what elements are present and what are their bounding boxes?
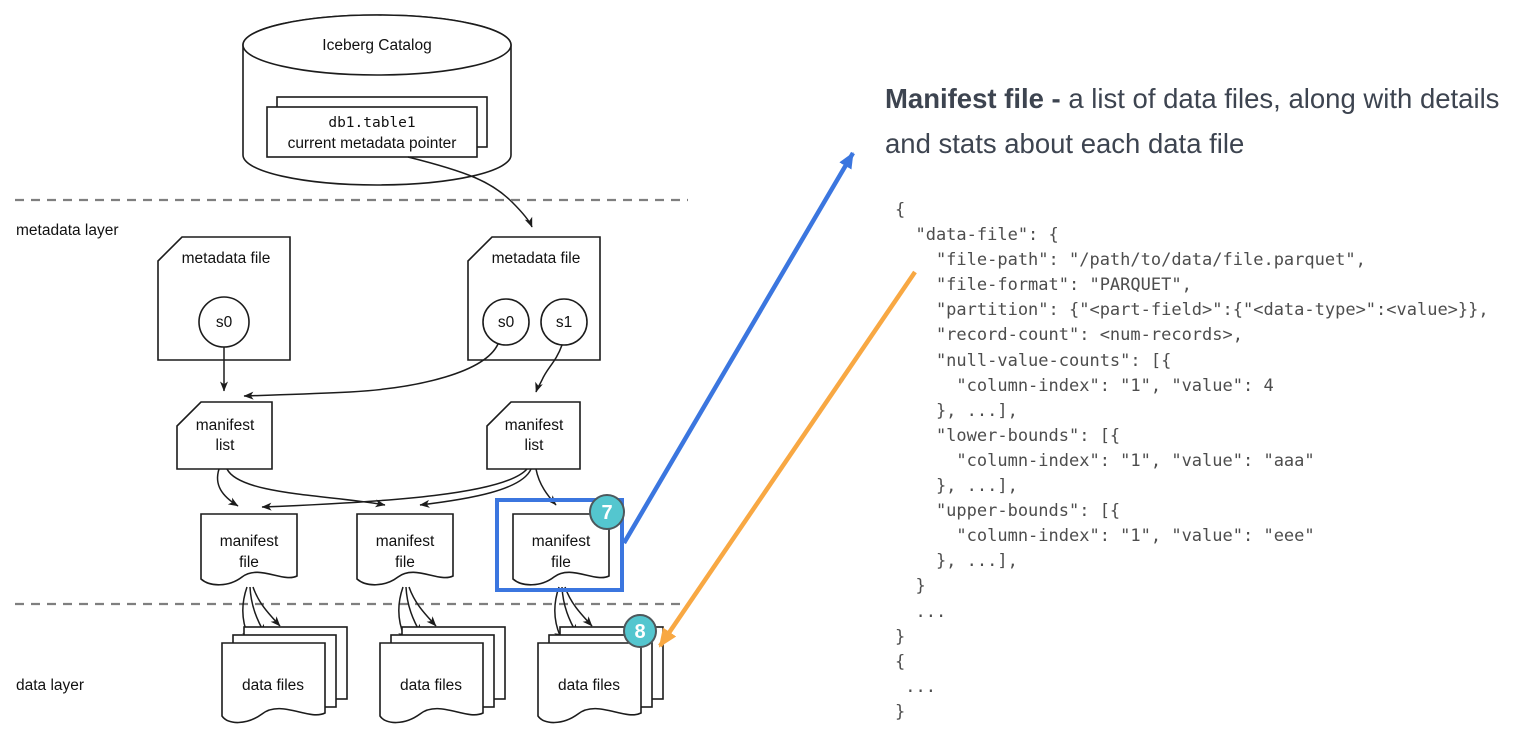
list1-to-file2-arrow — [226, 468, 386, 508]
manifest-file-3: manifest file — [512, 513, 610, 586]
svg-text:manifest: manifest — [505, 417, 564, 434]
list2-to-file1-arrow — [261, 468, 528, 511]
svg-text:manifest: manifest — [376, 533, 435, 550]
pointer-caption: current metadata pointer — [288, 135, 457, 152]
svg-text:data files: data files — [558, 677, 620, 694]
s1-to-manifest-list-arrow — [535, 344, 563, 393]
svg-text:file: file — [551, 554, 571, 571]
metadata-layer-label: metadata layer — [16, 222, 119, 239]
svg-text:8: 8 — [634, 621, 645, 643]
list2-to-file3-arrow — [535, 468, 557, 506]
manifest-file-heading-description: a list of data files, along with details… — [885, 83, 1500, 159]
svg-text:file: file — [395, 554, 415, 571]
svg-text:manifest: manifest — [532, 533, 591, 550]
manifest-file-highlight-box — [495, 498, 624, 592]
svg-text:list: list — [216, 437, 236, 454]
svg-text:metadata file: metadata file — [492, 250, 581, 267]
manifest-file-2: manifest file — [356, 513, 454, 586]
s0-right-to-left-list-arrow — [243, 343, 499, 400]
svg-text:metadata file: metadata file — [182, 250, 271, 267]
metadata-file-2: metadata file s0 s1 — [467, 236, 601, 361]
manifest-list-2: manifest list — [486, 401, 581, 470]
catalog-to-metadata-arrow — [407, 156, 533, 228]
list2-to-file2-arrow — [419, 468, 532, 508]
data-layer-label: data layer — [16, 677, 84, 694]
svg-text:data files: data files — [400, 677, 462, 694]
svg-text:manifest: manifest — [196, 417, 255, 434]
step-badge-7: 7 — [589, 494, 625, 530]
manifest-file-heading-term: Manifest file - — [885, 83, 1061, 114]
manifest-file-heading: Manifest file - a list of data files, al… — [885, 76, 1510, 166]
catalog-title: Iceberg Catalog — [322, 37, 431, 54]
svg-text:7: 7 — [601, 502, 612, 524]
metadata-file-1: metadata file s0 — [157, 236, 291, 361]
step-badge-8: 8 — [623, 614, 657, 648]
manifest-file-1: manifest file — [200, 513, 298, 586]
iceberg-catalog-database: Iceberg Catalog db1.table1 current metad… — [242, 14, 512, 186]
data-files-stack-2: data files — [379, 626, 506, 724]
svg-text:file: file — [239, 554, 259, 571]
list1-to-file1-arrow — [216, 468, 239, 507]
svg-text:s1: s1 — [556, 314, 572, 331]
snapshot-s0-circle — [482, 298, 530, 346]
svg-text:list: list — [525, 437, 545, 454]
svg-text:manifest: manifest — [220, 533, 279, 550]
pointer-table-name: db1.table1 — [328, 115, 415, 131]
svg-text:s0: s0 — [498, 314, 515, 331]
snapshot-s1-circle — [540, 298, 588, 346]
data-files-stack-1: data files — [221, 626, 348, 724]
datafiles-callout-arrow — [658, 270, 917, 648]
svg-text:s0: s0 — [216, 314, 233, 331]
manifest-list-1: manifest list — [176, 401, 273, 470]
pointer-card-front — [266, 106, 478, 158]
manifest-file-callout-arrow — [622, 151, 855, 545]
svg-text:data files: data files — [242, 677, 304, 694]
manifest-file-json-snippet: { "data-file": { "file-path": "/path/to/… — [895, 200, 1489, 722]
